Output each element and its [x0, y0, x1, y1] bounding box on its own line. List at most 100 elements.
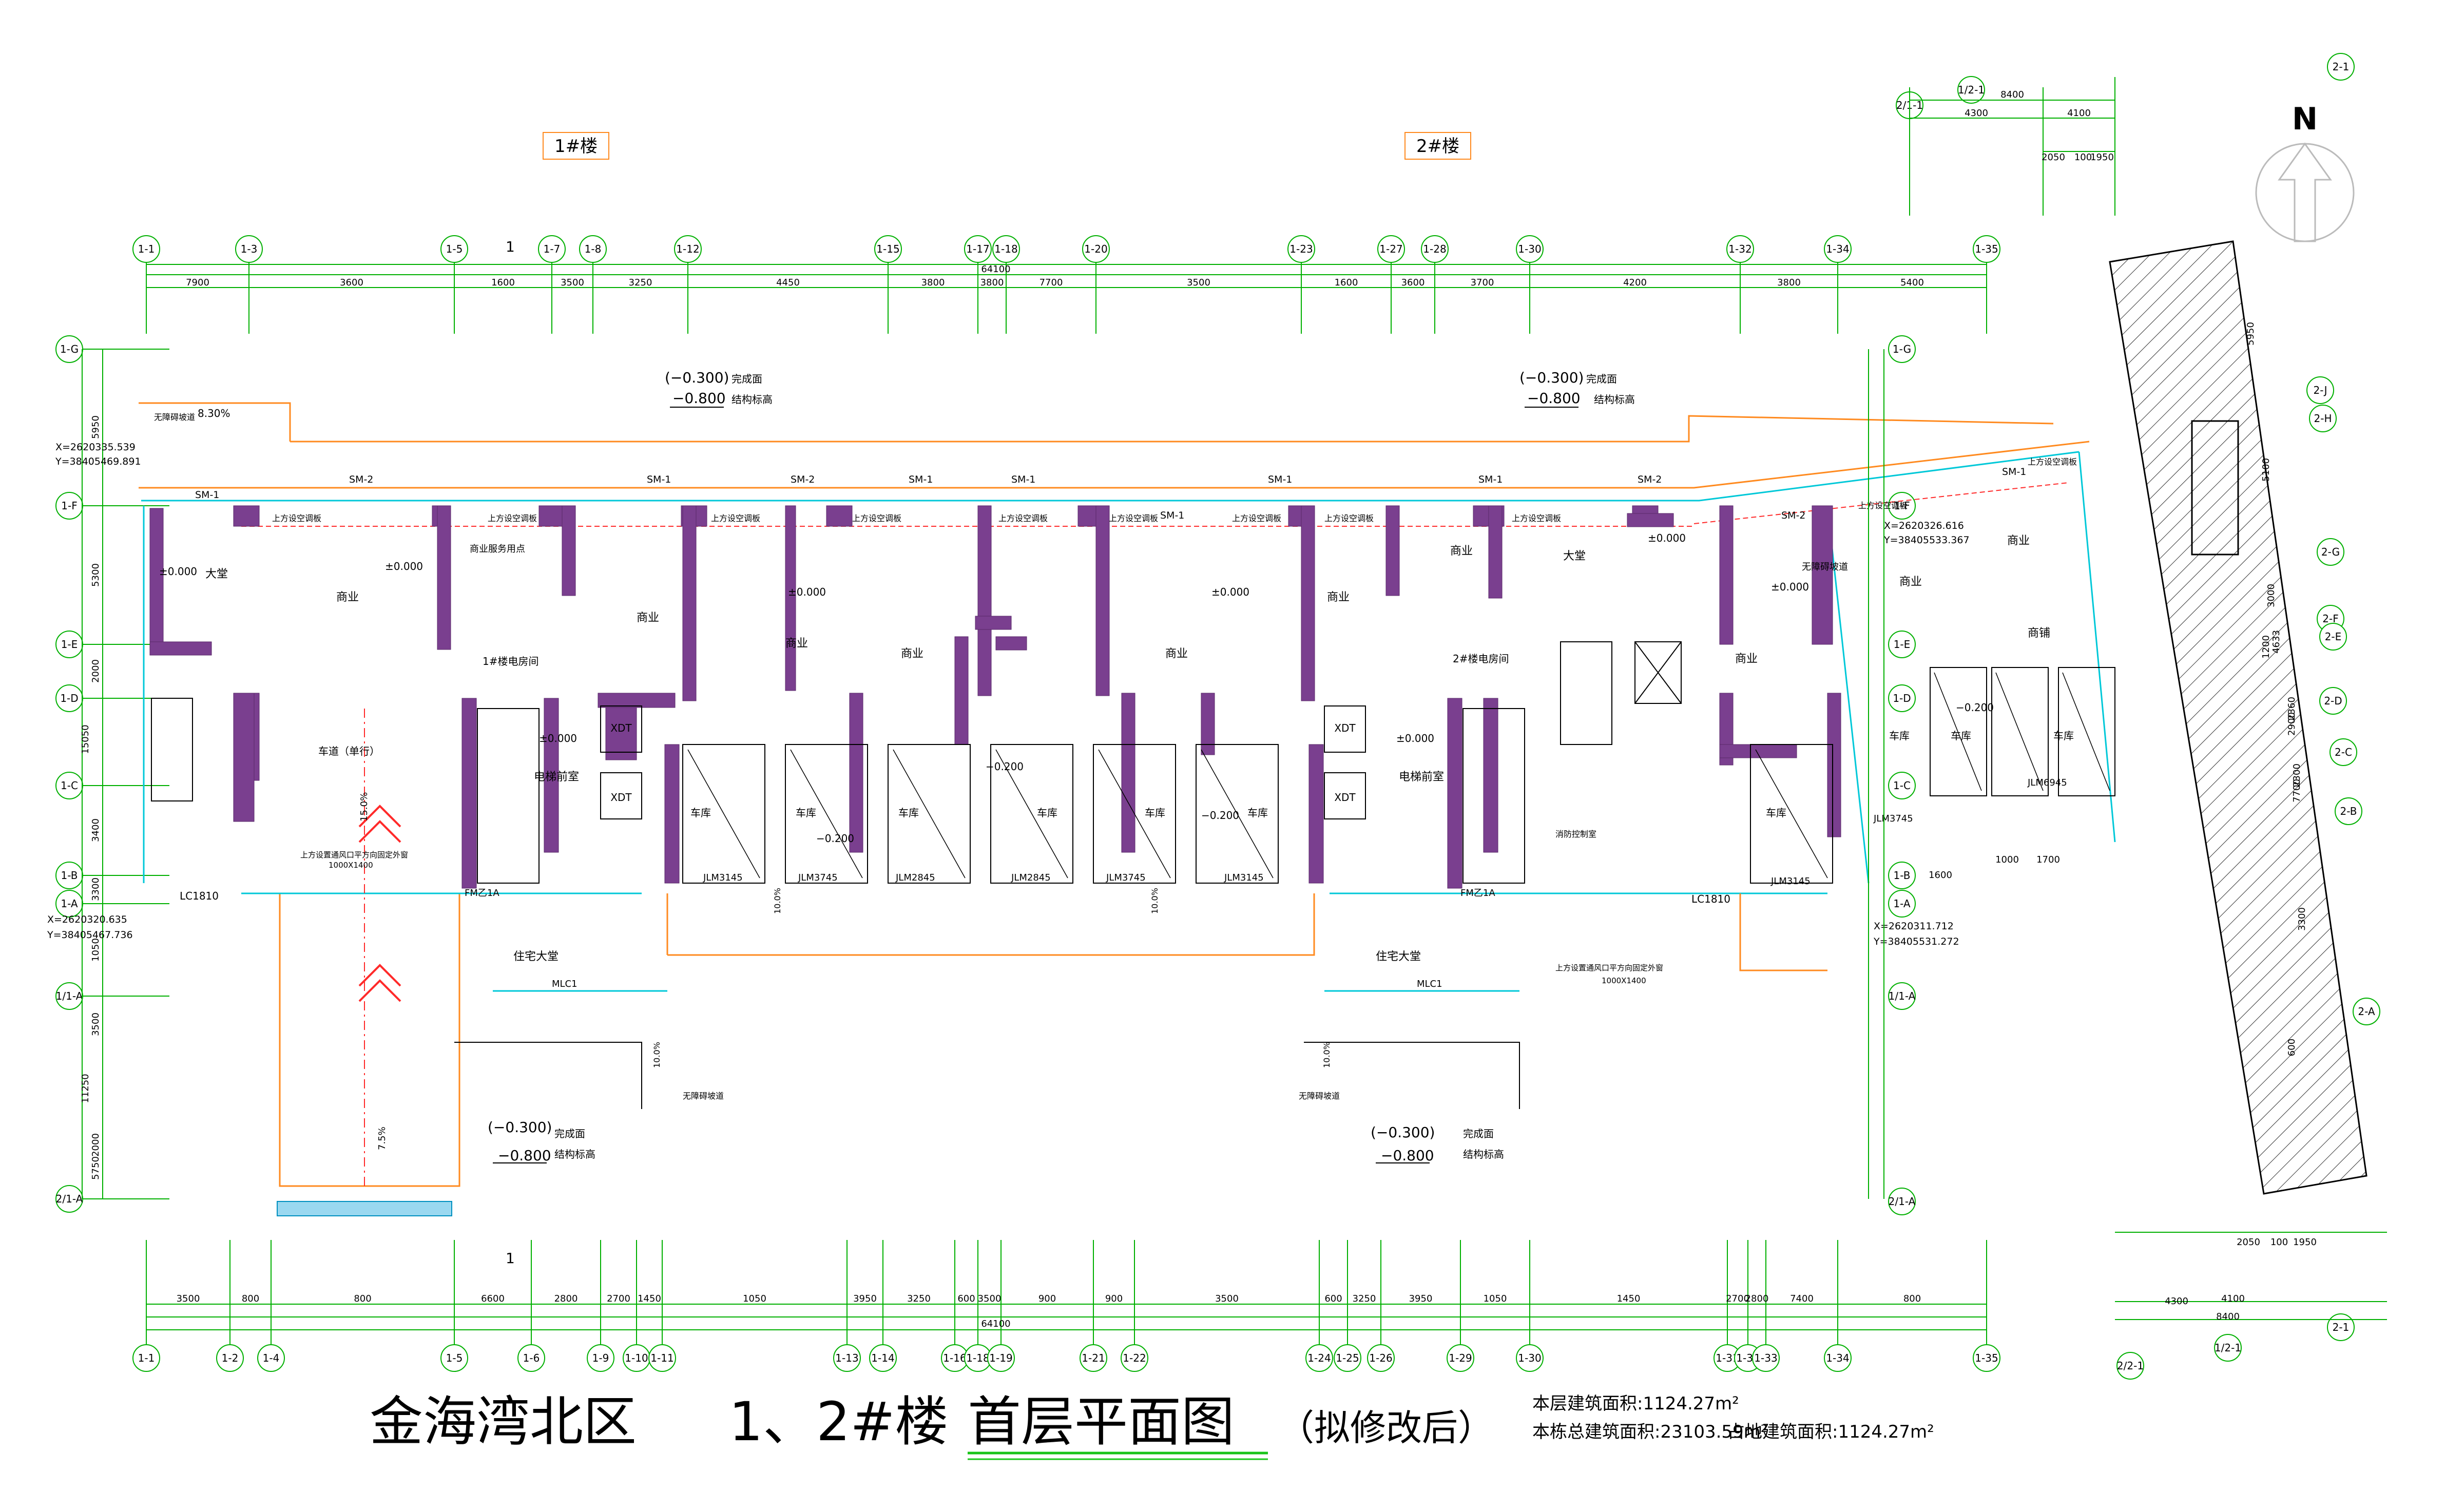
svg-text:1-B: 1-B: [1894, 869, 1911, 882]
svg-text:2-E: 2-E: [2325, 631, 2342, 643]
svg-text:电梯前室: 电梯前室: [534, 771, 579, 784]
svg-text:1/1-A: 1/1-A: [56, 990, 83, 1002]
left-dimension-chain: 5950530020001505034003300105035001125020…: [80, 349, 103, 1199]
axis-top-1-32: 1-32: [1726, 235, 1754, 263]
svg-text:1-1: 1-1: [138, 1352, 155, 1364]
svg-text:±0.000: ±0.000: [788, 586, 826, 598]
svg-text:上方设空调板: 上方设空调板: [1232, 513, 1281, 523]
svg-text:商业: 商业: [901, 647, 923, 660]
svg-text:完成面: 完成面: [732, 373, 762, 385]
axis-right-2-E: 2-E: [2319, 623, 2347, 651]
svg-text:1950: 1950: [2090, 152, 2114, 163]
top-dim: 4200: [1623, 277, 1647, 288]
axis-top-1-20: 1-20: [1082, 235, 1110, 263]
svg-text:1-10: 1-10: [625, 1352, 648, 1364]
svg-text:上方设空调板: 上方设空调板: [2028, 457, 2077, 467]
drain-grate: [277, 1201, 452, 1216]
garage-door-tag: JLM6945: [2027, 777, 2067, 788]
garage-door-tag: JLM3145: [1224, 872, 1264, 883]
axis-mid-1-C: 1-C: [1888, 772, 1916, 799]
svg-text:1-17: 1-17: [966, 243, 989, 255]
garage-door-tag: JLM3745: [1873, 813, 1913, 824]
top-dim: 5400: [1900, 277, 1924, 288]
svg-text:10.0%: 10.0%: [1150, 888, 1160, 914]
axis-mid-2/1-A: 2/1-A: [1888, 1188, 1916, 1215]
left-dim: 5950: [90, 415, 101, 439]
title-buildings: 1、2#楼: [729, 1390, 948, 1453]
svg-text:1-33: 1-33: [1754, 1352, 1777, 1364]
ac-shelf-notes: 上方设空调板 上方设空调板 上方设空调板 上方设空调板 上方设空调板 上方设空调…: [272, 457, 2077, 523]
bottom-dim: 2800: [554, 1293, 578, 1304]
svg-text:−0.200: −0.200: [1956, 701, 1994, 714]
top-dim: 7700: [1040, 277, 1063, 288]
ramp-arrows: [358, 709, 401, 1186]
axis-bottom-1-34: 1-34: [1824, 1344, 1852, 1372]
door-tag: SM-2: [349, 474, 373, 485]
garage-door-tag: JLM2845: [895, 872, 935, 883]
svg-text:上方设空调板: 上方设空调板: [488, 513, 537, 523]
axis-left-1-B: 1-B: [55, 862, 83, 889]
svg-text:2-1: 2-1: [2333, 1321, 2350, 1333]
svg-text:4100: 4100: [2221, 1293, 2245, 1304]
title-drawing: 首层平面图: [968, 1390, 1235, 1453]
svg-text:2-F: 2-F: [2322, 613, 2338, 625]
right-shop-box: [2191, 420, 2239, 556]
core-rooms: [600, 641, 1682, 819]
svg-text:商业: 商业: [336, 591, 359, 604]
svg-text:1-C: 1-C: [61, 779, 78, 792]
svg-text:1/2-1: 1/2-1: [2215, 1342, 2241, 1354]
svg-text:商业: 商业: [1327, 591, 1350, 604]
svg-text:上方设置通风口平方向固定外窗: 上方设置通风口平方向固定外窗: [300, 850, 408, 859]
svg-text:2/1-A: 2/1-A: [1889, 1195, 1916, 1208]
svg-text:2-H: 2-H: [2314, 412, 2332, 425]
axis-mid-1-G: 1-G: [1888, 335, 1916, 363]
svg-text:商业: 商业: [637, 612, 659, 624]
door-tag: SM-1: [195, 489, 219, 501]
svg-text:上方设空调板: 上方设空调板: [711, 513, 760, 523]
svg-text:−0.200: −0.200: [986, 760, 1024, 773]
svg-text:±0.000: ±0.000: [1648, 532, 1686, 544]
svg-text:±0.000: ±0.000: [1211, 586, 1249, 598]
axis-bottom-1-1: 1-1: [132, 1344, 160, 1372]
svg-text:1-12: 1-12: [676, 243, 699, 255]
svg-text:1-B: 1-B: [61, 869, 78, 882]
svg-text:8400: 8400: [2216, 1311, 2240, 1322]
building-label-2: 2#楼: [1416, 136, 1459, 157]
top-dim: 3250: [629, 277, 652, 288]
svg-text:车库: 车库: [1145, 807, 1165, 819]
svg-text:1-34: 1-34: [1826, 1352, 1849, 1364]
svg-text:1-A: 1-A: [1893, 897, 1911, 910]
svg-text:1-8: 1-8: [585, 243, 602, 255]
door-tag: SM-1: [1478, 474, 1503, 485]
svg-text:1: 1: [506, 1250, 515, 1267]
garage-door-tag: JLM3145: [703, 872, 743, 883]
svg-text:2/2-1: 2/2-1: [2117, 1360, 2144, 1372]
top-dim: 3800: [1777, 277, 1801, 288]
svg-text:车库: 车库: [1889, 730, 1910, 742]
bottom-dim: 900: [1038, 1293, 1056, 1304]
svg-text:1-16: 1-16: [943, 1352, 966, 1364]
svg-text:1/2-1: 1/2-1: [1958, 84, 1985, 96]
bottom-dim: 800: [1903, 1293, 1921, 1304]
svg-text:1-F: 1-F: [61, 500, 77, 512]
svg-text:Y=38405533.367: Y=38405533.367: [1883, 534, 1970, 546]
svg-text:±0.000: ±0.000: [539, 732, 577, 744]
svg-text:无障碍坡道: 无障碍坡道: [1802, 562, 1848, 572]
svg-text:2-B: 2-B: [2340, 805, 2357, 817]
axis-right-2-1: 2-1: [2327, 53, 2355, 81]
svg-text:大堂: 大堂: [205, 568, 228, 581]
svg-text:车库: 车库: [898, 807, 919, 819]
door-tag: SM-1: [1160, 510, 1184, 521]
door-tag: SM-1: [1268, 474, 1292, 485]
svg-text:1-D: 1-D: [1893, 692, 1911, 704]
svg-text:2-A: 2-A: [2358, 1005, 2375, 1018]
svg-text:1-35: 1-35: [1975, 243, 1998, 255]
svg-text:上方设空调板: 上方设空调板: [1512, 513, 1561, 523]
svg-text:1/1-A: 1/1-A: [1889, 990, 1916, 1002]
right-dim: 600: [2286, 1039, 2297, 1056]
axis-top-1-7: 1-7: [538, 235, 566, 263]
axis-bottom-1-9: 1-9: [587, 1344, 614, 1372]
